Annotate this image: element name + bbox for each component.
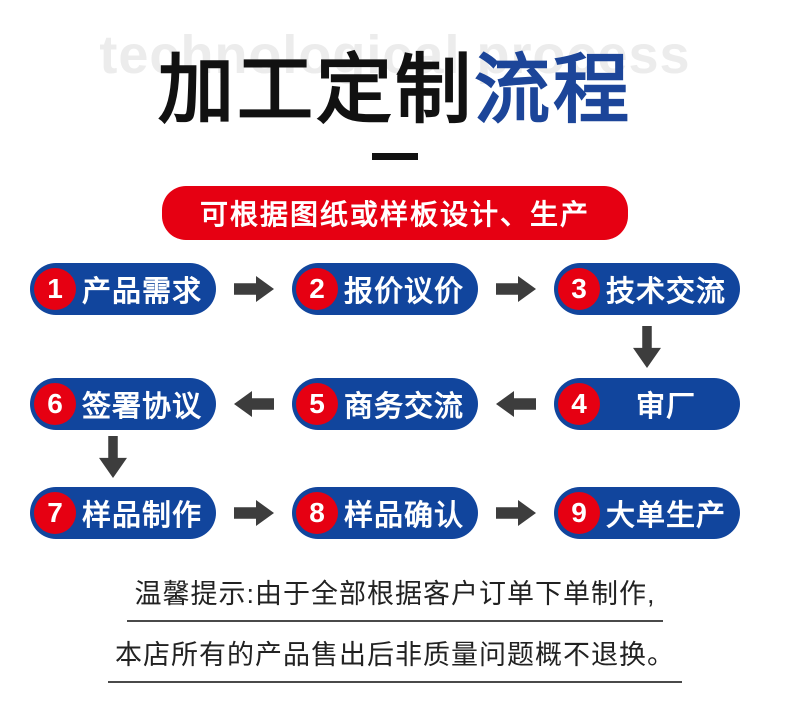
flow-step-7: 7 样品制作 [30,487,216,539]
page-title: 加工定制流程 [0,48,790,133]
notice-text: 本店所有的产品售出后非质量问题概不退换。 [108,633,682,683]
step-number-badge: 5 [296,383,338,425]
arrow-left-icon [234,391,274,417]
flow-step-8: 8 样品确认 [292,487,478,539]
flow-row-2: 6 签署协议 5 商务交流 4 审厂 [0,378,790,430]
flow-step-6: 6 签署协议 [30,378,216,430]
flow-step-2: 2 报价议价 [292,263,478,315]
step-label: 报价议价 [343,276,464,308]
step-number-badge: 6 [34,383,76,425]
notice-line-2: 本店所有的产品售出后非质量问题概不退换。 [0,633,790,683]
step-number-badge: 3 [558,268,600,310]
arrow-left-icon [496,391,536,417]
flow-step-9: 9 大单生产 [554,487,740,539]
flow-step-1: 1 产品需求 [30,263,216,315]
flow-row-3: 7 样品制作 8 样品确认 9 大单生产 [0,487,790,539]
step-label: 产品需求 [81,276,202,308]
step-number-badge: 9 [558,492,600,534]
title-accent: 流程 [474,48,632,133]
notice-line-1: 温馨提示:由于全部根据客户订单下单制作, [0,572,790,622]
step-label: 样品确认 [343,500,464,532]
step-number-badge: 4 [558,383,600,425]
flow-step-5: 5 商务交流 [292,378,478,430]
step-label: 样品制作 [81,500,202,532]
step-number-badge: 8 [296,492,338,534]
arrow-right-icon [234,500,274,526]
banner-ribbon: 可根据图纸或样板设计、生产 [161,186,629,240]
flow-step-3: 3 技术交流 [554,263,740,315]
title-dash-divider [372,153,418,160]
arrow-right-icon [496,500,536,526]
step-number-badge: 7 [34,492,76,534]
arrow-right-icon [234,276,274,302]
watermark-text: technological process [99,25,691,85]
step-label: 商务交流 [343,391,464,423]
title-main: 加工定制 [158,48,474,133]
step-label: 签署协议 [81,391,202,423]
step-label: 大单生产 [605,500,726,532]
notice-text: 温馨提示:由于全部根据客户订单下单制作, [127,572,663,622]
arrow-down-icon [633,326,661,368]
step-number-badge: 1 [34,268,76,310]
arrow-right-icon [496,276,536,302]
notice-block: 温馨提示:由于全部根据客户订单下单制作, 本店所有的产品售出后非质量问题概不退换… [0,572,790,683]
step-label: 技术交流 [605,276,726,308]
step-number-badge: 2 [296,268,338,310]
flow-row-1: 1 产品需求 2 报价议价 3 技术交流 [0,263,790,315]
arrow-down-icon [99,436,127,478]
flow-step-4: 4 审厂 [554,378,740,430]
step-label: 审厂 [635,391,696,423]
